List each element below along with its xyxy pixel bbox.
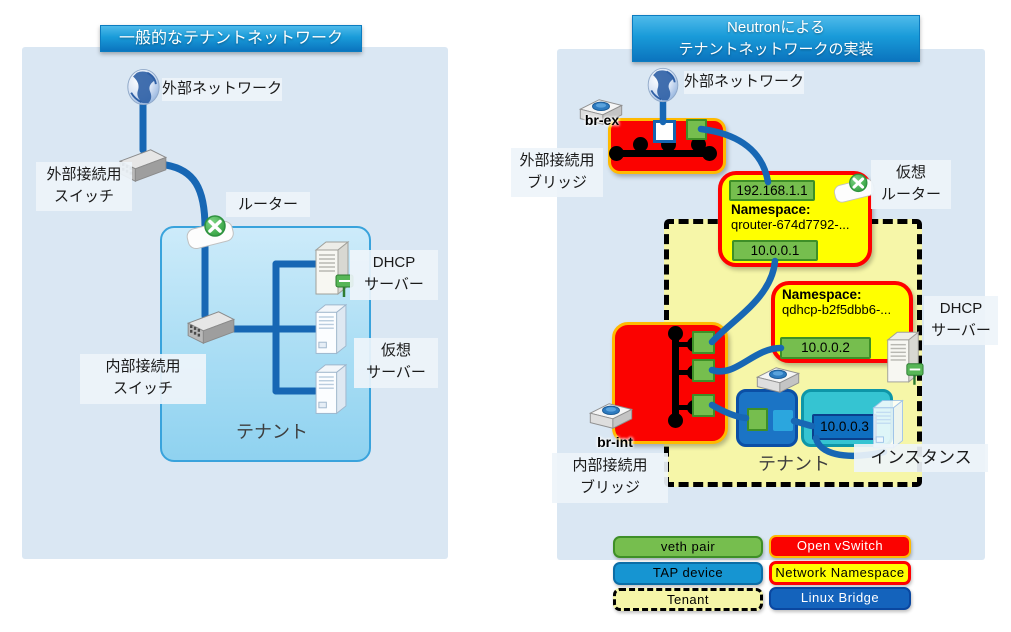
external-switch-label-line1: 外部接続用	[46, 166, 122, 183]
virtual-router-label: 仮想 ルーター	[871, 160, 951, 209]
router-label: ルーター	[226, 192, 310, 217]
brex-bus-bar	[613, 150, 709, 157]
dhcp-label-right-line2: サーバー	[931, 322, 991, 339]
linux-bridge-device-icon	[755, 364, 801, 401]
virtual-server-label-line1: 仮想	[380, 342, 411, 359]
instance-label: インスタンス	[854, 444, 988, 472]
qrouter-external-ip: 192.168.1.1	[729, 180, 815, 201]
external-network-label-left: 外部ネットワーク	[162, 78, 282, 101]
virtual-router-icon	[830, 170, 878, 211]
qrouter-internal-ip: 10.0.0.1	[732, 240, 818, 261]
virtual-server-label: 仮想 サーバー	[354, 338, 438, 388]
external-switch-label: 外部接続用 スイッチ	[36, 162, 132, 211]
right-title-line1: Neutronによる	[727, 19, 825, 36]
brex-tap-port	[653, 120, 676, 143]
legend-open-vswitch: Open vSwitch	[769, 535, 911, 558]
dhcp-server-icon-right	[882, 328, 924, 395]
virtual-router-label-line1: 仮想	[895, 164, 926, 181]
virtual-server-icon-1	[310, 303, 352, 364]
brint-veth-port-1	[692, 331, 715, 354]
router-icon	[182, 212, 238, 257]
external-bridge-label-line2: ブリッジ	[526, 174, 587, 191]
br-int-label: br-int	[597, 434, 633, 450]
qrouter-namespace-heading: Namespace:	[731, 202, 811, 217]
brint-veth-port-2	[692, 359, 715, 382]
virtual-server-icon-2	[310, 363, 352, 424]
internal-bridge-label-line2: ブリッジ	[579, 479, 640, 496]
qdhcp-ip: 10.0.0.2	[780, 337, 871, 359]
internal-bridge-label-line1: 内部接続用	[572, 457, 648, 474]
brex-port-dot	[609, 146, 624, 161]
external-network-label-right: 外部ネットワーク	[684, 71, 804, 94]
dhcp-server-label-right: DHCP サーバー	[924, 296, 998, 345]
brint-port-dot	[668, 413, 683, 428]
brint-port-dot	[668, 326, 683, 341]
qrouter-namespace-name: qrouter-674d7792-...	[731, 217, 850, 232]
dhcp-label-left-line2: サーバー	[364, 276, 424, 293]
globe-icon-right	[646, 67, 680, 108]
br-int-device-icon	[588, 400, 634, 437]
left-title-banner: 一般的なテナントネットワーク	[100, 25, 362, 52]
brex-veth-port	[686, 119, 707, 140]
brint-bus-bar	[672, 332, 679, 422]
linux-bridge-tap-port	[773, 410, 793, 431]
external-bridge-label-line1: 外部接続用	[519, 152, 595, 169]
legend-network-namespace: Network Namespace	[769, 561, 911, 585]
tenant-label-left: テナント	[236, 422, 308, 442]
legend-linux-bridge: Linux Bridge	[769, 587, 911, 610]
qdhcp-namespace-heading: Namespace:	[782, 287, 862, 302]
br-ex-device-icon	[578, 96, 624, 133]
virtual-server-label-line2: サーバー	[366, 364, 426, 381]
internal-bridge-label: 内部接続用 ブリッジ	[552, 453, 668, 503]
internal-switch-icon	[184, 308, 238, 353]
dhcp-label-left-line1: DHCP	[372, 254, 416, 271]
brint-veth-port-3	[692, 394, 715, 417]
qdhcp-namespace-name: qdhcp-b2f5dbb6-...	[782, 302, 892, 317]
linux-bridge-veth-port	[747, 408, 768, 431]
globe-icon	[126, 68, 161, 111]
internal-switch-label: 内部接続用 スイッチ	[80, 354, 206, 404]
right-title-banner: Neutronによる テナントネットワークの実装	[632, 15, 920, 62]
virtual-router-label-line2: ルーター	[880, 186, 941, 203]
legend-tenant: Tenant	[613, 588, 763, 611]
legend-veth-pair: veth pair	[613, 536, 763, 558]
external-switch-label-line2: スイッチ	[53, 188, 114, 205]
tenant-label-right: テナント	[758, 454, 830, 474]
legend-tap-device: TAP device	[613, 562, 763, 585]
br-ex-label: br-ex	[584, 112, 620, 128]
dhcp-label-right-line1: DHCP	[939, 300, 983, 317]
right-title-line2: テナントネットワークの実装	[678, 41, 874, 58]
dhcp-server-label-left: DHCP サーバー	[350, 250, 438, 300]
brex-port-dot	[702, 146, 717, 161]
dhcp-server-icon-left	[310, 240, 354, 305]
internal-switch-label-line2: スイッチ	[112, 380, 173, 397]
internal-switch-label-line1: 内部接続用	[105, 358, 181, 375]
brex-port-dot	[633, 137, 648, 152]
left-title: 一般的なテナントネットワーク	[118, 30, 343, 47]
external-bridge-label: 外部接続用 ブリッジ	[511, 148, 603, 197]
